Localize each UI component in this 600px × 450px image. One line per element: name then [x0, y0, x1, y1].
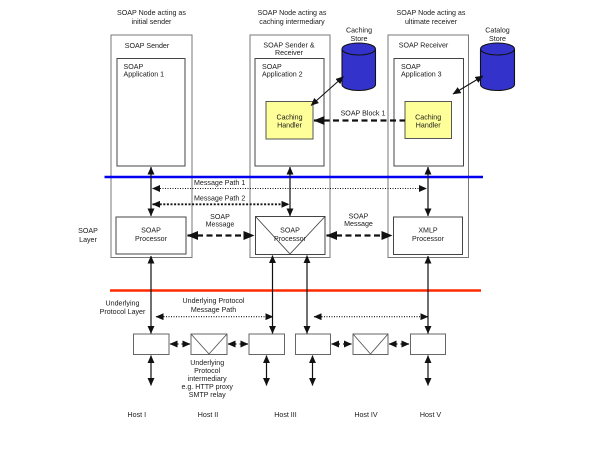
svg-text:Layer: Layer [79, 236, 97, 244]
svg-text:Caching: Caching [415, 114, 441, 122]
svg-text:XMLP: XMLP [418, 227, 438, 235]
svg-text:Application 3: Application 3 [401, 71, 442, 79]
svg-text:ultimate receiver: ultimate receiver [405, 18, 458, 26]
svg-text:SOAP: SOAP [349, 213, 369, 221]
svg-text:Host IV: Host IV [354, 411, 378, 419]
svg-text:Message: Message [344, 220, 373, 228]
svg-text:Application 1: Application 1 [124, 71, 165, 79]
svg-text:caching intermediary: caching intermediary [259, 18, 325, 26]
svg-text:SOAP Node acting as: SOAP Node acting as [397, 9, 466, 17]
svg-text:e.g. HTTP proxy: e.g. HTTP proxy [181, 383, 233, 391]
svg-text:SOAP: SOAP [262, 63, 282, 71]
svg-text:Handler: Handler [277, 122, 302, 130]
svg-text:SOAP: SOAP [78, 227, 98, 235]
svg-text:Processor: Processor [135, 235, 168, 243]
svg-text:Message Path 1: Message Path 1 [194, 179, 245, 187]
svg-text:Message Path 2: Message Path 2 [194, 195, 245, 203]
svg-text:SOAP Sender: SOAP Sender [125, 42, 170, 50]
svg-text:SOAP: SOAP [124, 63, 144, 71]
svg-text:Handler: Handler [416, 122, 441, 130]
svg-text:SOAP: SOAP [280, 227, 300, 235]
svg-text:Host III: Host III [274, 411, 296, 419]
svg-text:SOAP: SOAP [210, 213, 230, 221]
svg-text:SOAP Node acting as: SOAP Node acting as [117, 9, 186, 17]
svg-text:Protocol: Protocol [194, 367, 220, 375]
svg-text:Caching: Caching [346, 27, 372, 35]
svg-text:Catalog: Catalog [485, 27, 510, 35]
svg-text:Processor: Processor [412, 235, 445, 243]
svg-text:SOAP Block 1: SOAP Block 1 [341, 110, 386, 118]
svg-text:Underlying: Underlying [190, 359, 224, 367]
svg-text:Underlying Protocol: Underlying Protocol [183, 297, 245, 305]
svg-text:SOAP Sender &: SOAP Sender & [263, 41, 314, 49]
svg-text:Processor: Processor [274, 235, 307, 243]
svg-text:SMTP relay: SMTP relay [189, 391, 226, 399]
svg-text:Underlying: Underlying [106, 300, 140, 308]
svg-text:SOAP: SOAP [141, 227, 161, 235]
svg-text:Store: Store [489, 35, 506, 43]
svg-text:SOAP Node acting as: SOAP Node acting as [258, 9, 327, 17]
svg-text:Protocol Layer: Protocol Layer [100, 308, 146, 316]
svg-text:Store: Store [351, 35, 368, 43]
svg-text:Host II: Host II [198, 411, 219, 419]
svg-text:intermediary: intermediary [188, 375, 227, 383]
svg-text:Message Path: Message Path [191, 306, 236, 314]
svg-text:Host V: Host V [420, 411, 442, 419]
svg-text:Message: Message [206, 221, 235, 229]
svg-text:SOAP Receiver: SOAP Receiver [399, 42, 449, 50]
svg-text:Caching: Caching [276, 114, 302, 122]
svg-text:SOAP: SOAP [401, 63, 421, 71]
svg-text:Receiver: Receiver [275, 49, 304, 57]
svg-text:Host I: Host I [128, 411, 147, 419]
svg-text:Application 2: Application 2 [262, 71, 303, 79]
svg-text:initial sender: initial sender [132, 18, 172, 26]
